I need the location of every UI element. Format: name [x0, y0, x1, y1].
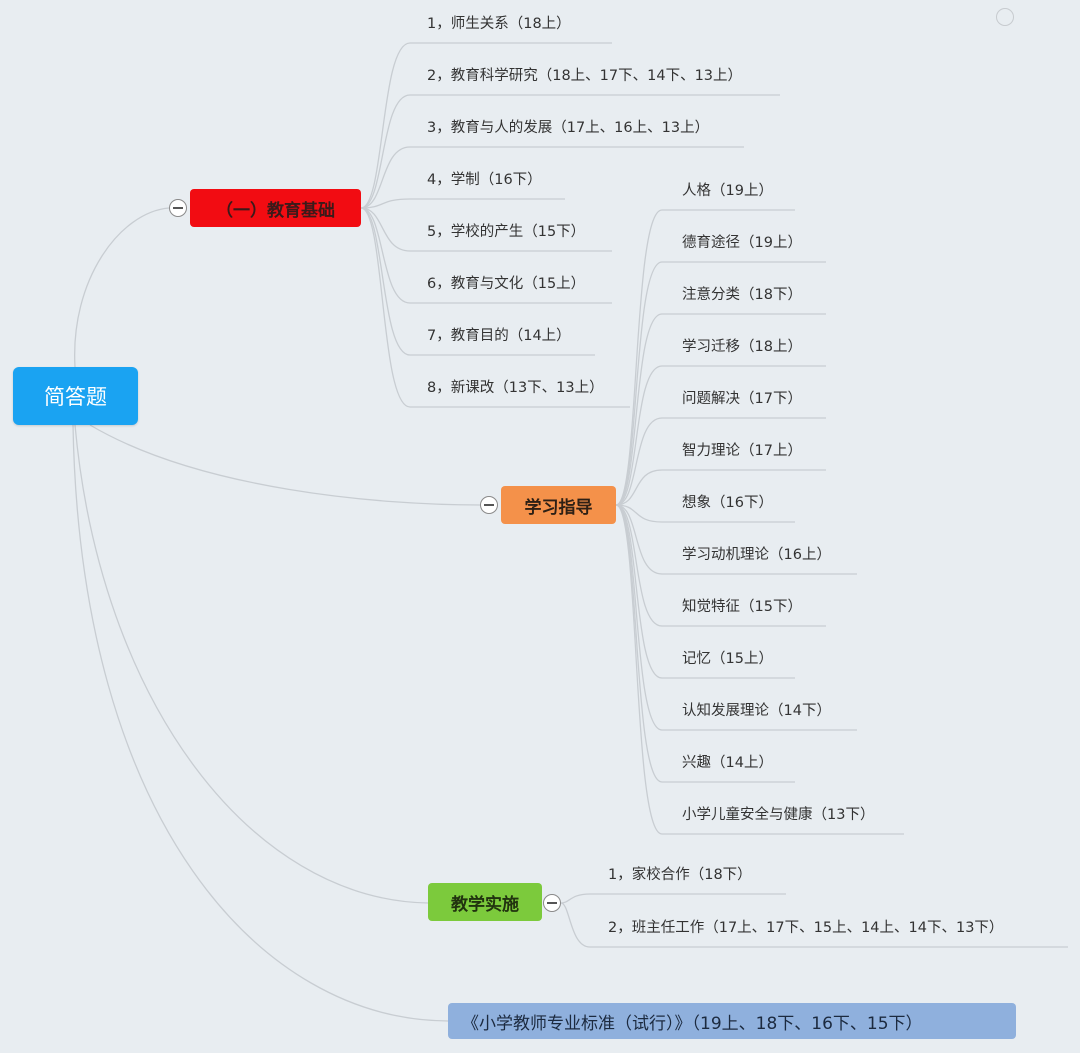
connector-b3-leaf	[560, 902, 1068, 948]
collapse-icon[interactable]	[480, 496, 498, 514]
leaf-item[interactable]: 2，教育科学研究（18上、17下、14下、13上）	[427, 68, 743, 84]
leaf-item[interactable]: 记忆（15上）	[682, 651, 773, 667]
connector-root-b2	[89, 424, 481, 506]
branch-teaching-implementation[interactable]: 教学实施	[428, 883, 542, 921]
connector-b1-leaf	[360, 42, 612, 209]
leaf-item[interactable]: 5，学校的产生（15下）	[427, 224, 586, 240]
connector-b1-leaf	[360, 198, 565, 209]
leaf-item[interactable]: 知觉特征（15下）	[682, 599, 802, 615]
root-node[interactable]: 简答题	[13, 367, 138, 425]
connector-b2-leaf	[615, 504, 795, 523]
connector-b1-leaf	[360, 207, 612, 252]
leaf-item[interactable]: 1，家校合作（18下）	[608, 867, 752, 883]
leaf-item[interactable]: 认知发展理论（14下）	[682, 703, 831, 719]
connector-root-b4	[72, 424, 449, 1022]
connector-b1-leaf	[360, 207, 612, 304]
connector-b1-leaf	[360, 207, 595, 356]
collapse-icon[interactable]	[169, 199, 187, 217]
connector-b2-leaf	[615, 504, 826, 627]
leaf-item[interactable]: 3，教育与人的发展（17上、16上、13上）	[427, 120, 710, 136]
leaf-item[interactable]: 德育途径（19上）	[682, 235, 802, 251]
leaf-item[interactable]: 7，教育目的（14上）	[427, 328, 571, 344]
leaf-item[interactable]: 智力理论（17上）	[682, 443, 802, 459]
leaf-item[interactable]: 学习动机理论（16上）	[682, 547, 831, 563]
connector-b1-leaf	[360, 94, 780, 209]
leaf-item[interactable]: 1，师生关系（18上）	[427, 16, 571, 32]
branch-education-foundation[interactable]: （一）教育基础	[190, 189, 361, 227]
connector-b1-leaf	[360, 207, 630, 408]
connector-b2-leaf	[615, 504, 857, 575]
branch-teacher-standard[interactable]: 《小学教师专业标准（试行）》（19上、18下、16下、15下）	[448, 1003, 1016, 1039]
connector-b2-leaf	[615, 365, 826, 506]
connector-root-b1	[74, 207, 170, 368]
connector-b2-leaf	[615, 261, 826, 506]
connector-b2-leaf	[615, 504, 795, 679]
connector-b2-leaf	[615, 417, 826, 506]
leaf-item[interactable]: 人格（19上）	[682, 183, 773, 199]
leaf-item[interactable]: 兴趣（14上）	[682, 755, 773, 771]
logo-icon	[996, 8, 1014, 26]
connector-b2-leaf	[615, 209, 795, 506]
connector-b2-leaf	[615, 504, 857, 731]
leaf-item[interactable]: 2，班主任工作（17上、17下、15上、14上、14下、13下）	[608, 920, 1004, 936]
connector-b2-leaf	[615, 313, 826, 506]
leaf-item[interactable]: 小学儿童安全与健康（13下）	[682, 807, 875, 823]
leaf-item[interactable]: 8，新课改（13下、13上）	[427, 380, 604, 396]
leaf-item[interactable]: 学习迁移（18上）	[682, 339, 802, 355]
leaf-item[interactable]: 4，学制（16下）	[427, 172, 542, 188]
leaf-item[interactable]: 问题解决（17下）	[682, 391, 802, 407]
branch-learning-guidance[interactable]: 学习指导	[501, 486, 616, 524]
leaf-item[interactable]: 注意分类（18下）	[682, 287, 802, 303]
watermark	[996, 8, 1017, 26]
leaf-item[interactable]: 6，教育与文化（15上）	[427, 276, 586, 292]
leaf-item[interactable]: 想象（16下）	[682, 495, 773, 511]
connector-b2-leaf	[615, 469, 826, 506]
connector-b3-leaf	[560, 893, 786, 904]
collapse-icon[interactable]	[543, 894, 561, 912]
connector-root-b3	[74, 424, 429, 904]
connector-b1-leaf	[360, 146, 744, 209]
connector-b2-leaf	[615, 504, 904, 835]
